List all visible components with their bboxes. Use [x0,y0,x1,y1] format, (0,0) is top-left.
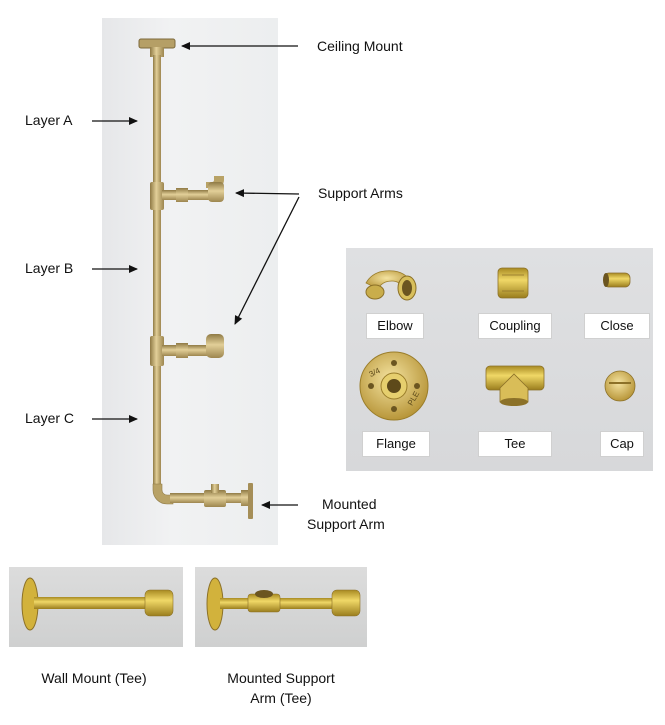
mounted-support-arm-label-line1: Mounted [322,496,377,512]
callout-arrows [92,42,300,509]
part-label-cap: Cap [600,431,644,457]
support-arms-label: Support Arms [318,185,403,201]
part-label-tee: Tee [478,431,552,457]
coupling-part-image [497,267,529,299]
elbow-part-image [365,270,417,301]
layer-b-label: Layer B [25,260,74,276]
part-label-coupling: Coupling [478,313,552,339]
layer-a-label: Layer A [25,112,73,128]
main-assembly-photo [102,18,278,545]
flange-part-image [359,351,429,421]
mounted-support-caption-line1: Mounted Support [227,670,335,686]
mounted-support-assembly-image [206,577,361,631]
tee-part-image [485,365,545,406]
close-part-image [603,272,631,288]
cap-part-image [604,370,636,402]
mounted-support-caption-line2: Arm (Tee) [250,690,312,706]
part-label-elbow: Elbow [366,313,424,339]
mounted-support-arm-label-line2: Support Arm [307,516,385,532]
wall-mount-caption: Wall Mount (Tee) [41,670,147,686]
ceiling-mount-label: Ceiling Mount [317,38,403,54]
pipe-assembly [138,38,253,519]
part-label-flange: Flange [362,431,430,457]
wall-mount-assembly-image [21,577,174,631]
layer-c-label: Layer C [25,410,75,426]
part-label-close: Close [584,313,650,339]
